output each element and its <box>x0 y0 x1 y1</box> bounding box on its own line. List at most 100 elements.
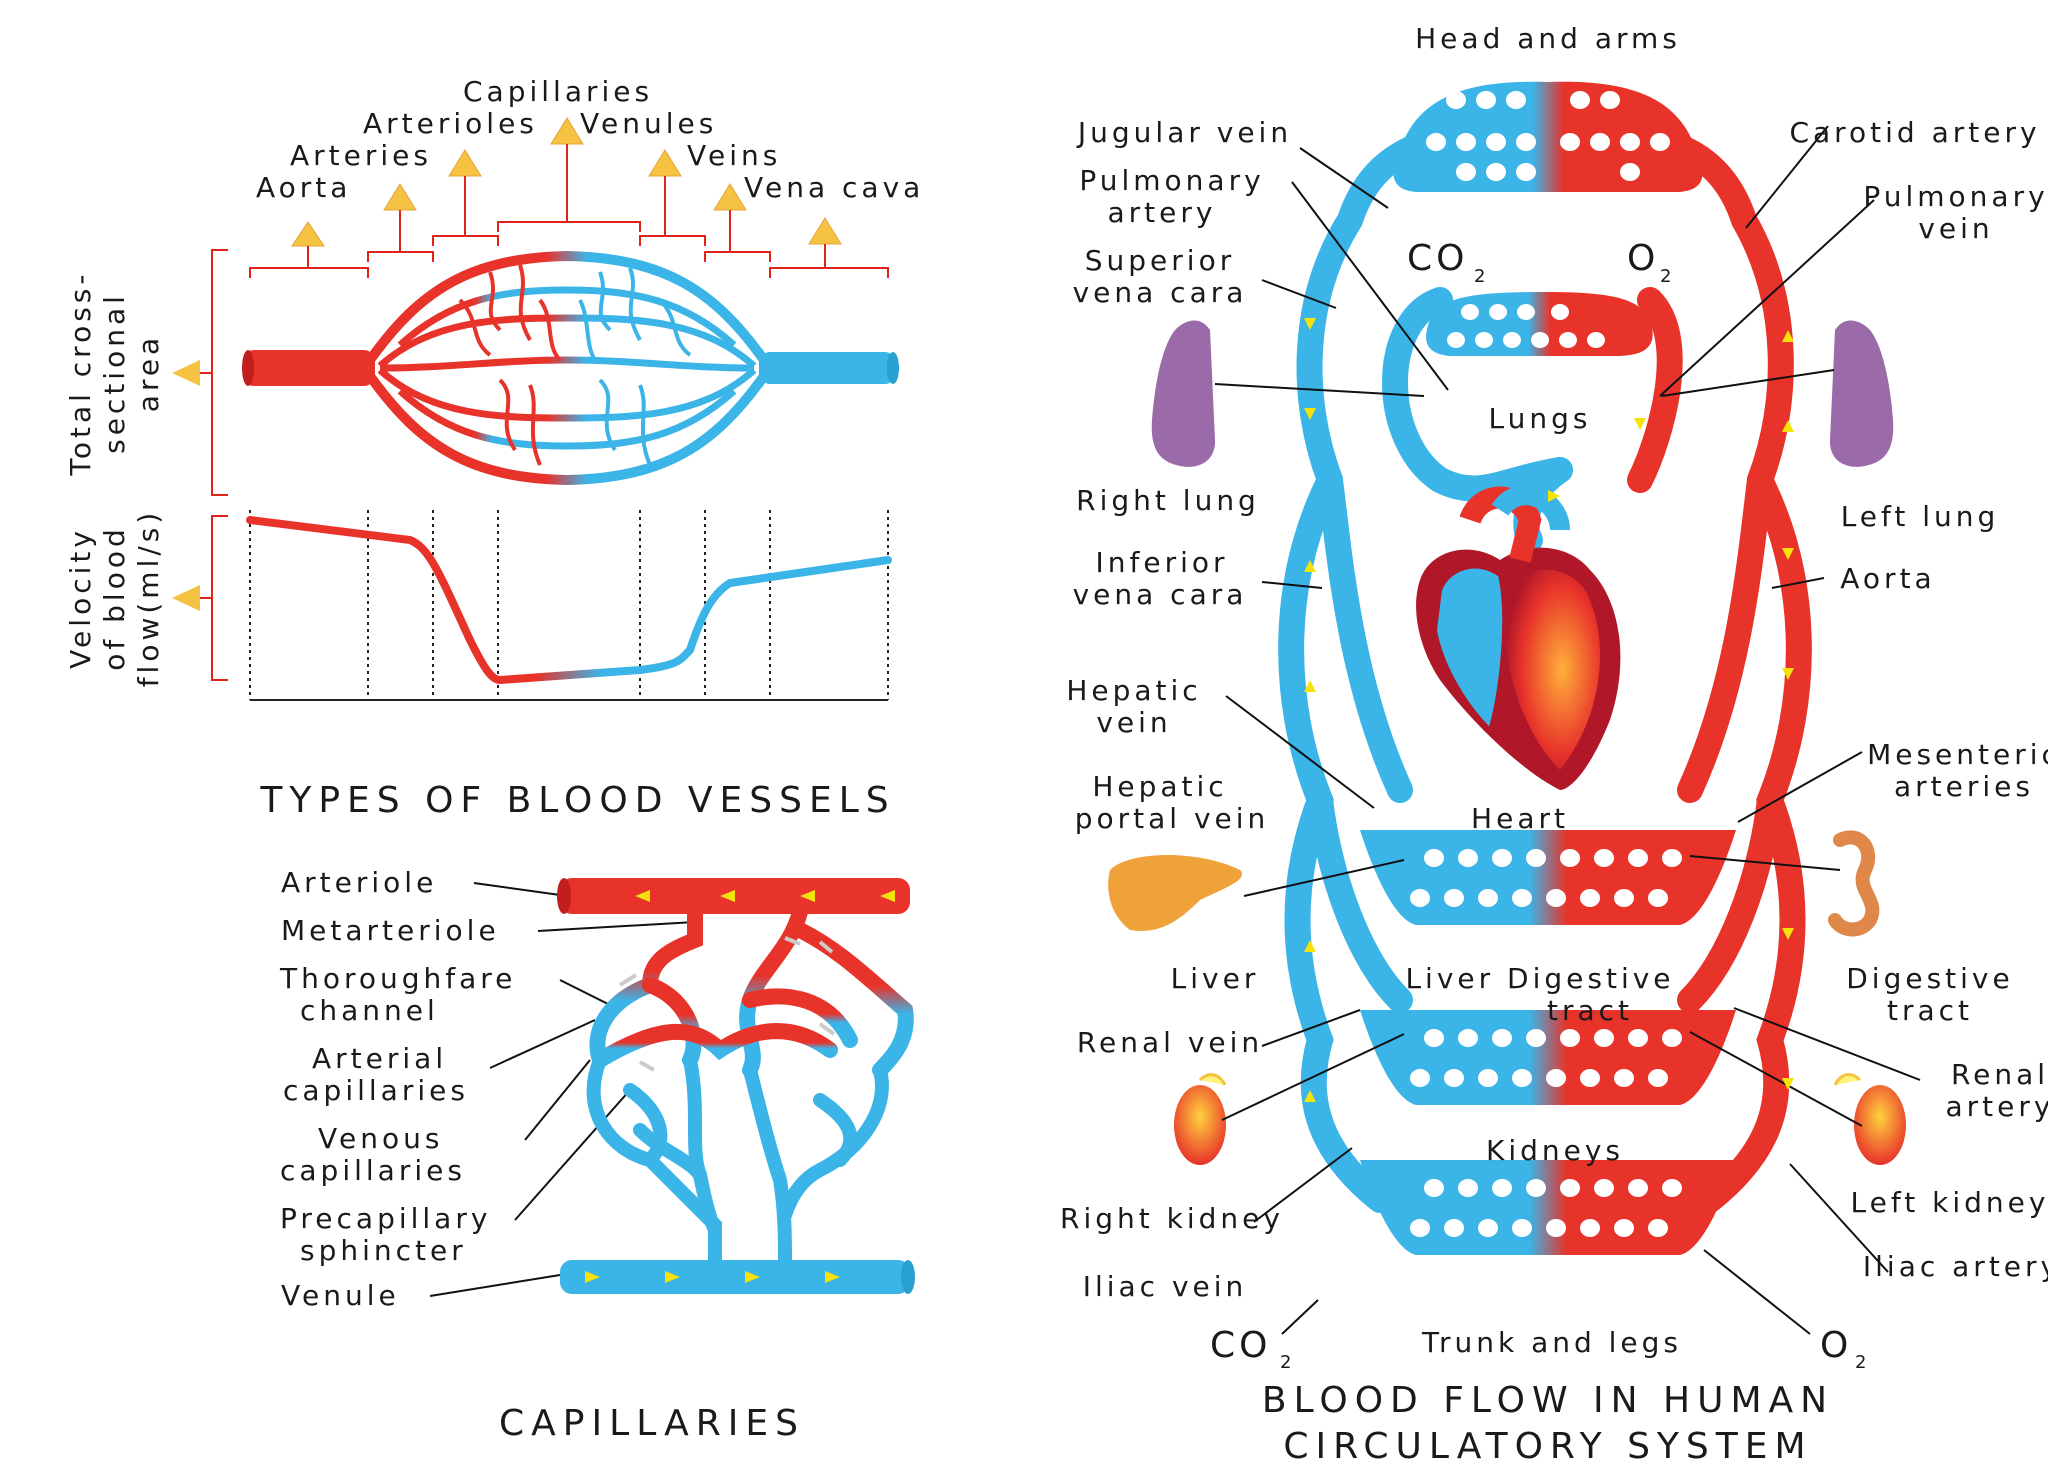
capillary-leader-lines <box>429 882 696 1297</box>
capillary-dot <box>1444 1069 1464 1087</box>
liver-icon <box>1108 855 1242 931</box>
svg-text:BLOOD FLOW IN HUMAN: BLOOD FLOW IN HUMAN <box>1262 1380 1834 1421</box>
svg-text:O: O <box>1627 238 1655 279</box>
velocity-curve <box>246 516 892 685</box>
stage-brackets <box>249 221 889 278</box>
svg-text:Total cross-: Total cross- <box>64 271 97 477</box>
svg-text:Velocity: Velocity <box>64 527 97 669</box>
capillary-dot <box>1560 1029 1580 1047</box>
stage-label-venules: Venules <box>580 107 717 140</box>
label-iliac-artery: Iliac artery <box>1863 1250 2048 1283</box>
capillary-dot <box>1526 849 1546 867</box>
capillaries-panel-title: CAPILLARIES <box>499 1403 805 1444</box>
capillary-dot <box>1580 1219 1600 1237</box>
label-o2-trunk: O 2 <box>1820 1325 1866 1373</box>
flow-arrow-icon <box>1304 560 1316 572</box>
right-lung-icon <box>1151 320 1216 467</box>
capillary-dot <box>1458 1179 1478 1197</box>
stage-label-aorta: Aorta <box>256 171 351 204</box>
label-lungs: Lungs <box>1489 402 1592 435</box>
label-hepatic-vein-1: Hepatic <box>1066 674 1201 707</box>
arrow-up-icon <box>291 221 325 247</box>
velocity-axis-label: Velocity of blood flow(ml/s) <box>64 509 165 688</box>
capillary-dot <box>1478 889 1498 907</box>
types-panel-title: TYPES OF BLOOD VESSELS <box>259 780 895 821</box>
label-renal-vein: Renal vein <box>1077 1026 1263 1059</box>
capillary-dot <box>1580 1069 1600 1087</box>
vessel-network-illustration <box>242 250 899 486</box>
flow-arrow-icon <box>585 1271 600 1283</box>
label-arterial-capillaries-1: Arterial <box>312 1042 447 1075</box>
label-digestive-tract-1: Digestive <box>1846 962 2013 995</box>
stage-label-arterioles: Arterioles <box>363 107 538 140</box>
label-precapillary-sphincter-2: sphincter <box>300 1234 467 1267</box>
capillary-dot <box>1594 1029 1614 1047</box>
flow-arrow-icon <box>1782 668 1794 680</box>
flow-arrow-icon <box>1782 928 1794 940</box>
circulatory-system-panel: Head and arms Lungs Heart Liver Digestiv… <box>1060 22 2048 1467</box>
capillary-dot <box>1410 1219 1430 1237</box>
label-superior-vena-cara-2: vena cara <box>1073 276 1248 309</box>
capillary-dot <box>1546 889 1566 907</box>
stage-label-veins: Veins <box>687 139 781 172</box>
label-pulmonary-artery-1: Pulmonary <box>1079 164 1264 197</box>
label-jugular-vein: Jugular vein <box>1076 116 1292 149</box>
flow-arrow-icon <box>665 1271 680 1283</box>
flow-arrow-icon <box>1304 1090 1316 1102</box>
arrow-up-icon <box>448 149 482 177</box>
capillary-dot <box>1580 889 1600 907</box>
label-carotid-artery: Carotid artery <box>1789 116 2040 149</box>
liver-digestive-bed <box>1360 830 1736 925</box>
flow-arrow-icon <box>745 1271 760 1283</box>
circulation-right-labels: Carotid artery Pulmonary vein Left lung … <box>1789 116 2048 1283</box>
capillary-dot <box>1458 1029 1478 1047</box>
label-pulmonary-vein-2: vein <box>1918 212 1993 245</box>
left-kidney-icon <box>1854 1085 1906 1165</box>
label-co2-lungs: CO 2 <box>1407 238 1485 287</box>
capillary-dot <box>1512 889 1532 907</box>
label-hepatic-portal-vein-1: Hepatic <box>1092 770 1227 803</box>
label-right-kidney: Right kidney <box>1060 1202 1284 1235</box>
stage-label-capillaries: Capillaries <box>463 75 653 108</box>
flow-arrow-icon <box>880 890 895 902</box>
capillary-dot <box>1410 1069 1430 1087</box>
arrow-up-icon <box>713 183 747 211</box>
svg-text:of blood: of blood <box>98 525 131 670</box>
label-liver-digestive: Liver Digestive <box>1405 962 1674 995</box>
capillary-dot <box>1662 849 1682 867</box>
label-precapillary-sphincter-1: Precapillary <box>280 1202 491 1235</box>
capillary-bed-illustration <box>557 878 915 1294</box>
label-left-kidney: Left kidney <box>1851 1186 2048 1219</box>
label-venous-capillaries-2: capillaries <box>280 1154 466 1187</box>
arrow-stems <box>307 144 826 268</box>
label-trunk-and-legs: Trunk and legs <box>1421 1326 1682 1359</box>
capillary-dot <box>1492 849 1512 867</box>
capillary-dot <box>1628 849 1648 867</box>
label-superior-vena-cara-1: Superior <box>1085 244 1235 277</box>
capillary-dot <box>1410 889 1430 907</box>
capillary-dot <box>1424 1179 1444 1197</box>
capillary-dot <box>1648 1219 1668 1237</box>
svg-text:area: area <box>132 334 165 412</box>
svg-text:sectional: sectional <box>98 292 131 454</box>
stage-arrows <box>291 117 842 247</box>
flow-arrow-icon <box>1548 490 1560 502</box>
capillary-beds <box>1360 81 1736 1255</box>
flow-arrow-icon <box>1782 1078 1794 1090</box>
label-co2-trunk: CO 2 <box>1210 1325 1291 1373</box>
capillary-dot <box>1560 849 1580 867</box>
capillary-dot <box>1662 1029 1682 1047</box>
svg-text:2: 2 <box>1855 1352 1866 1373</box>
svg-text:CIRCULATORY SYSTEM: CIRCULATORY SYSTEM <box>1283 1426 1812 1467</box>
label-arteriole: Arteriole <box>281 866 437 899</box>
svg-text:flow(ml/s): flow(ml/s) <box>132 509 165 688</box>
organ-icons <box>1108 320 1906 1165</box>
capillary-dot <box>1424 849 1444 867</box>
flow-arrow-icon <box>800 890 815 902</box>
label-inferior-vena-cara-2: vena cara <box>1073 578 1248 611</box>
label-liver: Liver <box>1171 962 1260 995</box>
label-arterial-capillaries-2: capillaries <box>283 1074 469 1107</box>
arrow-up-icon <box>808 217 842 245</box>
capillary-dot <box>1560 1179 1580 1197</box>
